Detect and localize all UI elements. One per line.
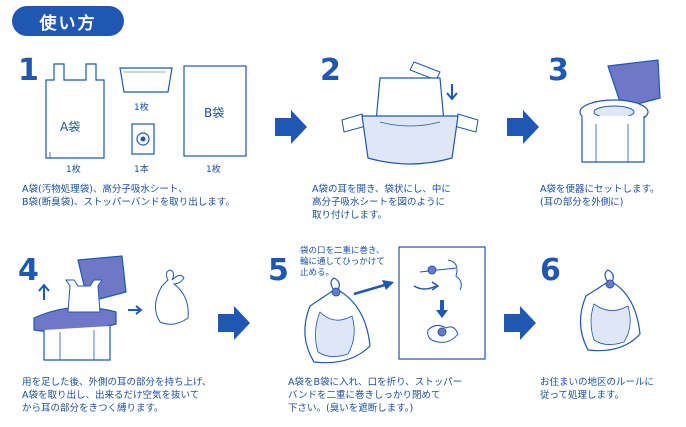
bag-b-label: B袋 (204, 106, 225, 120)
finished-bag-illustration (579, 269, 641, 352)
step-6-number: 6 (540, 253, 561, 288)
step-3-number: 3 (548, 53, 569, 88)
step-5-caption: A袋をB袋に入れ、口を折り、ストッパー バンドを二重に巻きしっかり閉めて 下さい… (288, 377, 463, 414)
bag-b-count: 1枚 (206, 165, 221, 175)
lift-bag-from-toilet-illustration (33, 255, 189, 361)
step-3-caption: A袋を便器にセットします。 (耳の部分を外側に) (540, 184, 660, 208)
step-1-number: 1 (18, 53, 39, 88)
double-bag-with-band-illustration (304, 277, 371, 364)
step-5-number: 5 (268, 253, 289, 288)
bag-a-illustration (45, 63, 105, 159)
step-2-number: 2 (320, 53, 341, 88)
step-6-caption: お住まいの地区のルールに 従って処理します。 (540, 377, 655, 401)
bag-a-label: A袋 (60, 120, 81, 134)
bag-a-count: 1枚 (66, 165, 81, 175)
step-4-caption: 用を足した後、外側の耳の部分を持ち上げ、 A袋を取り出し、出来るだけ空気を抜いて… (22, 377, 212, 414)
bag-b-illustration (183, 65, 247, 157)
page-title: 使い方 (12, 6, 124, 36)
sheet-count: 1枚 (134, 103, 149, 113)
arrow-right-icon (275, 110, 307, 144)
arrow-right-icon (218, 306, 250, 340)
arrow-right-icon (504, 306, 536, 340)
step-4-number: 4 (18, 253, 39, 288)
stopper-band-illustration (131, 123, 155, 155)
step-2-caption: A袋の耳を開き、袋状にし、中に 高分子吸水シートを図のように 取り付けします。 (312, 184, 451, 221)
toilet-with-bag-illustration (579, 59, 661, 163)
band-count: 1本 (134, 165, 149, 175)
tie-detail-inset (398, 246, 486, 360)
arrow-right-icon (507, 110, 539, 144)
step-1-caption: A袋(汚物処理袋)、高分子吸水シート、 B袋(断臭袋)、ストッパーバンドを取り出… (22, 184, 235, 208)
bag-open-with-sheet-illustration (341, 61, 479, 165)
step-5-note: 袋の口を二重に巻き、 輪に通してひっかけて 止める。 (300, 246, 385, 278)
absorbent-sheet-illustration (119, 67, 173, 93)
pointer-arrow-icon (353, 280, 394, 296)
